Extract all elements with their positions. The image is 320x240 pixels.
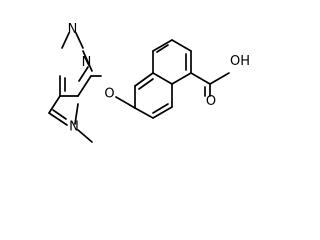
- atom-label-hydroxyl: OH: [230, 54, 250, 69]
- bond: [190, 72, 211, 85]
- bond: [75, 32, 84, 49]
- atom-label-n-top: N: [68, 22, 78, 37]
- atom-label-o-carbonyl: O: [206, 94, 216, 109]
- bond: [77, 75, 92, 97]
- chemical-structure: N N N O O OH: [48, 22, 250, 143]
- bond: [156, 44, 169, 53]
- bond: [115, 96, 136, 109]
- bond: [152, 39, 173, 52]
- bond: [152, 103, 169, 114]
- atom-label-n-mid: N: [82, 55, 92, 70]
- bond: [171, 39, 192, 52]
- bond: [134, 107, 154, 119]
- bond: [48, 112, 68, 126]
- atom-label-n-methyl: N: [69, 120, 79, 135]
- bond: [78, 66, 89, 82]
- bond: [52, 109, 67, 120]
- bond: [209, 72, 230, 85]
- atom-labels: N N N O O OH: [68, 22, 250, 135]
- bonds: [48, 32, 230, 143]
- bond: [61, 32, 70, 49]
- bond: [152, 72, 173, 85]
- atom-label-o-ether: O: [104, 87, 114, 102]
- bond: [134, 72, 154, 87]
- bond: [171, 72, 192, 85]
- bond: [77, 129, 93, 143]
- bond: [138, 78, 154, 90]
- bond: [48, 95, 61, 114]
- bond: [82, 50, 93, 72]
- bond: [152, 106, 173, 119]
- bond: [74, 103, 79, 125]
